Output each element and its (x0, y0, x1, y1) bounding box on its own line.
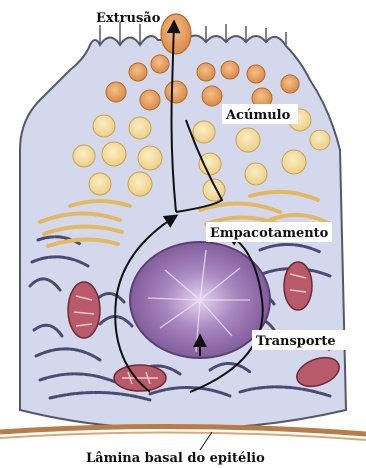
mitochondrion (284, 262, 312, 310)
extruding-granule (161, 14, 191, 54)
label-basal-lamina: Lâmina basal do epitélio (86, 451, 265, 466)
label-transport: Transporte (256, 334, 336, 349)
basal-lamina-leader (200, 432, 212, 450)
label-packaging: Empacotamento (210, 226, 329, 241)
mitochondrion (68, 282, 100, 338)
label-extrusion: Extrusão (96, 11, 161, 26)
basal-lamina-band (0, 426, 366, 440)
label-accumulation: Acúmulo (225, 108, 291, 123)
